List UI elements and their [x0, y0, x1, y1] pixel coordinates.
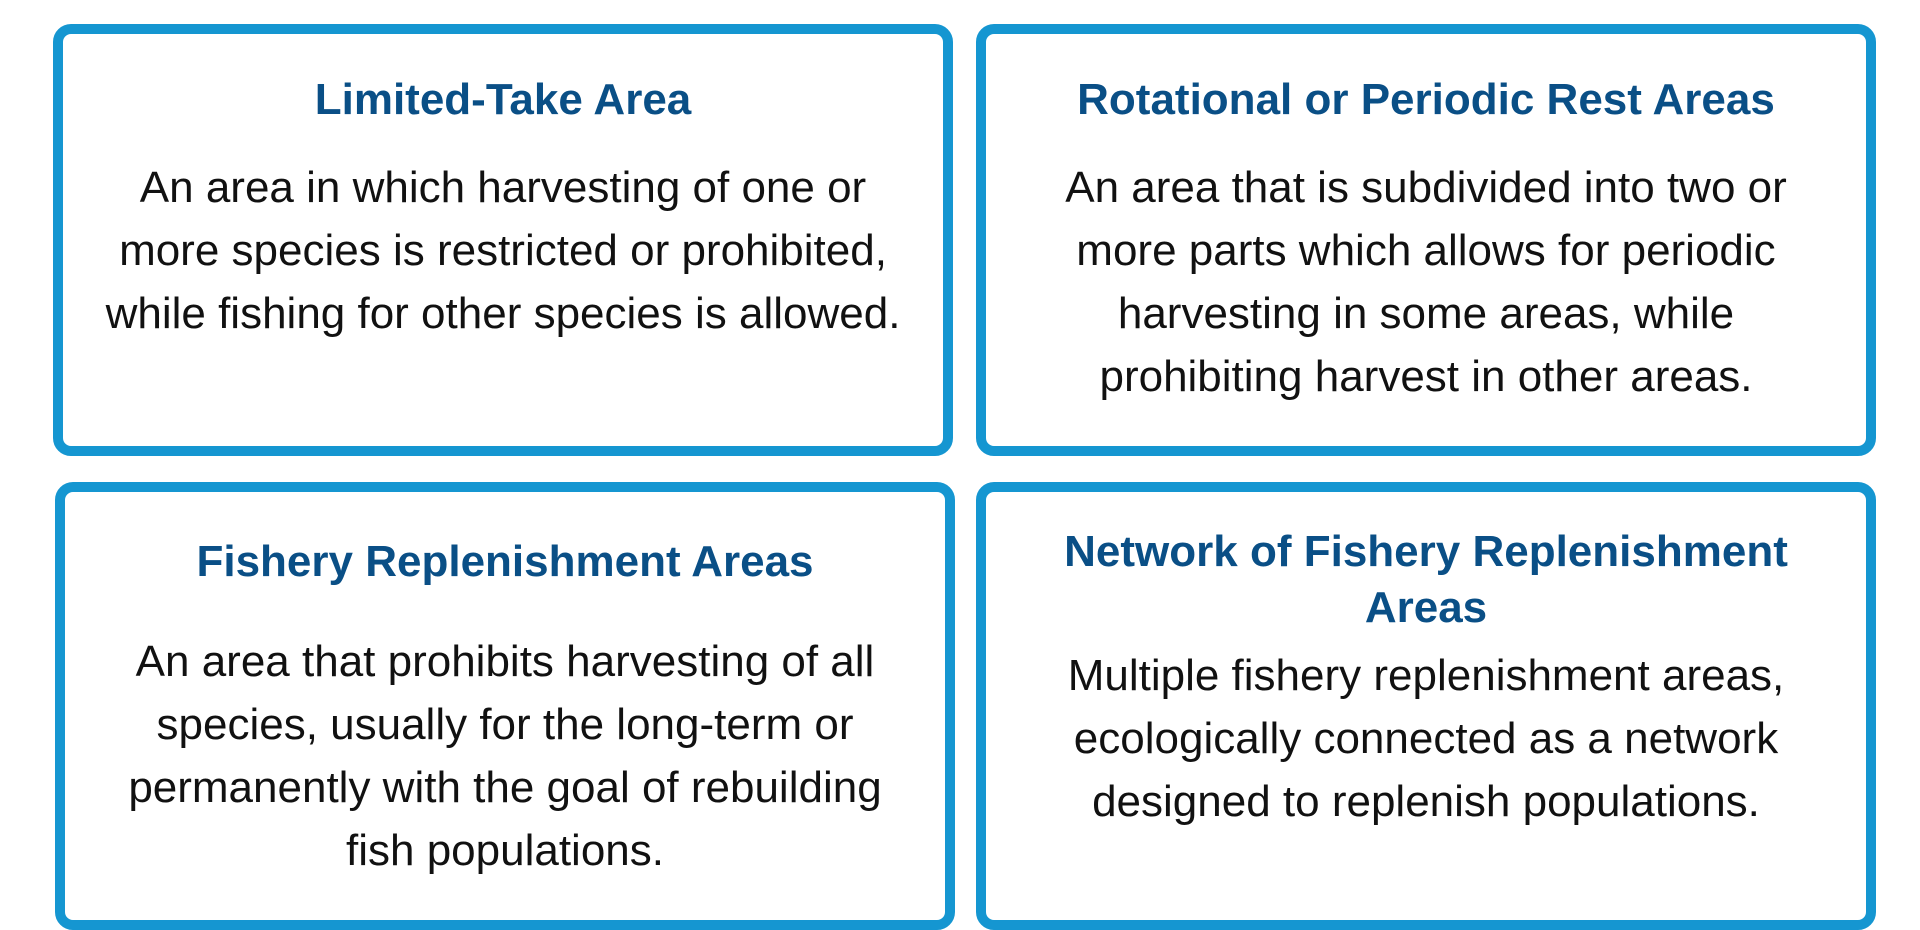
card-description: An area in which harvesting of one or mo… — [105, 163, 901, 338]
card-description: An area that prohibits harvesting of all… — [128, 637, 882, 875]
card-title: Limited-Take Area — [314, 75, 692, 124]
card-title: Network of Fishery Replenishment Areas — [1064, 527, 1788, 632]
card-network-replenishment-areas: Network of Fishery Replenishment Areas M… — [976, 482, 1876, 930]
card-title: Fishery Replenishment Areas — [196, 537, 814, 586]
card-rotational-rest-areas: Rotational or Periodic Rest Areas An are… — [976, 24, 1876, 456]
card-description: An area that is subdivided into two or m… — [1065, 163, 1787, 401]
card-fishery-replenishment-areas: Fishery Replenishment Areas An area that… — [55, 482, 955, 930]
card-limited-take-area: Limited-Take Area An area in which harve… — [53, 24, 953, 456]
card-description: Multiple fishery replenishment areas, ec… — [1067, 651, 1785, 826]
card-title: Rotational or Periodic Rest Areas — [1077, 75, 1775, 124]
